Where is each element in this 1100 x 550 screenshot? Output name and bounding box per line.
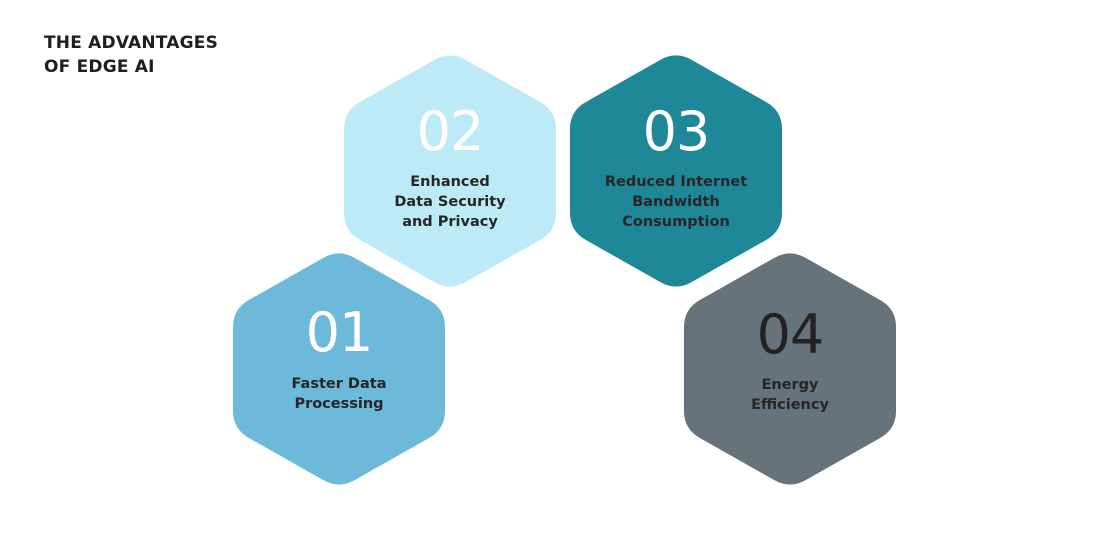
hexagon-02-label: Enhanced Data Security and Privacy (360, 172, 540, 232)
hexagon-01-label-line-1: Faster Data (291, 376, 387, 392)
hexagon-03-label-line-1: Reduced Internet (604, 174, 748, 190)
page-title-line-1: THE ADVANTAGES (44, 33, 219, 53)
hexagon-04-number: 04 (756, 303, 825, 366)
hexagon-01: 01 Faster Data Processing (233, 249, 445, 489)
hexagon-03-label-line-3: Consumption (622, 214, 730, 230)
hexagon-02-label-line-2: Data Security (394, 194, 506, 210)
hexagon-04-label-line-2: Efficiency (751, 397, 829, 413)
hexagon-02-label-line-3: and Privacy (402, 214, 498, 230)
hexagon-01-number: 01 (305, 301, 374, 364)
hexagon-02-label-line-1: Enhanced (410, 174, 490, 190)
hexagon-02: 02 Enhanced Data Security and Privacy (344, 51, 556, 291)
page-title: THE ADVANTAGES OF EDGE AI (44, 31, 304, 79)
hexagon-03-label-line-2: Bandwidth (632, 194, 720, 210)
hexagon-04-label: Energy Efficiency (700, 375, 880, 415)
hexagon-03: 03 Reduced Internet Bandwidth Consumptio… (570, 51, 782, 291)
hexagon-02-shape (344, 55, 556, 287)
hexagon-04-label-line-1: Energy (761, 377, 819, 393)
hexagon-03-number: 03 (642, 100, 711, 163)
hexagon-01-fill (233, 253, 445, 485)
hexagon-04-fill (684, 253, 896, 485)
hexagon-03-fill (570, 55, 782, 287)
hexagon-03-label: Reduced Internet Bandwidth Consumption (586, 172, 766, 232)
page-title-line-2: OF EDGE AI (44, 57, 155, 77)
hexagon-02-number: 02 (416, 100, 485, 163)
hexagon-04-shape (684, 253, 896, 485)
hexagon-04: 04 Energy Efficiency (684, 249, 896, 489)
hexagon-02-fill (344, 55, 556, 287)
hexagon-01-label: Faster Data Processing (249, 374, 429, 414)
hexagon-01-shape (233, 253, 445, 485)
hexagon-03-shape (570, 55, 782, 287)
hexagon-01-label-line-2: Processing (294, 396, 384, 412)
